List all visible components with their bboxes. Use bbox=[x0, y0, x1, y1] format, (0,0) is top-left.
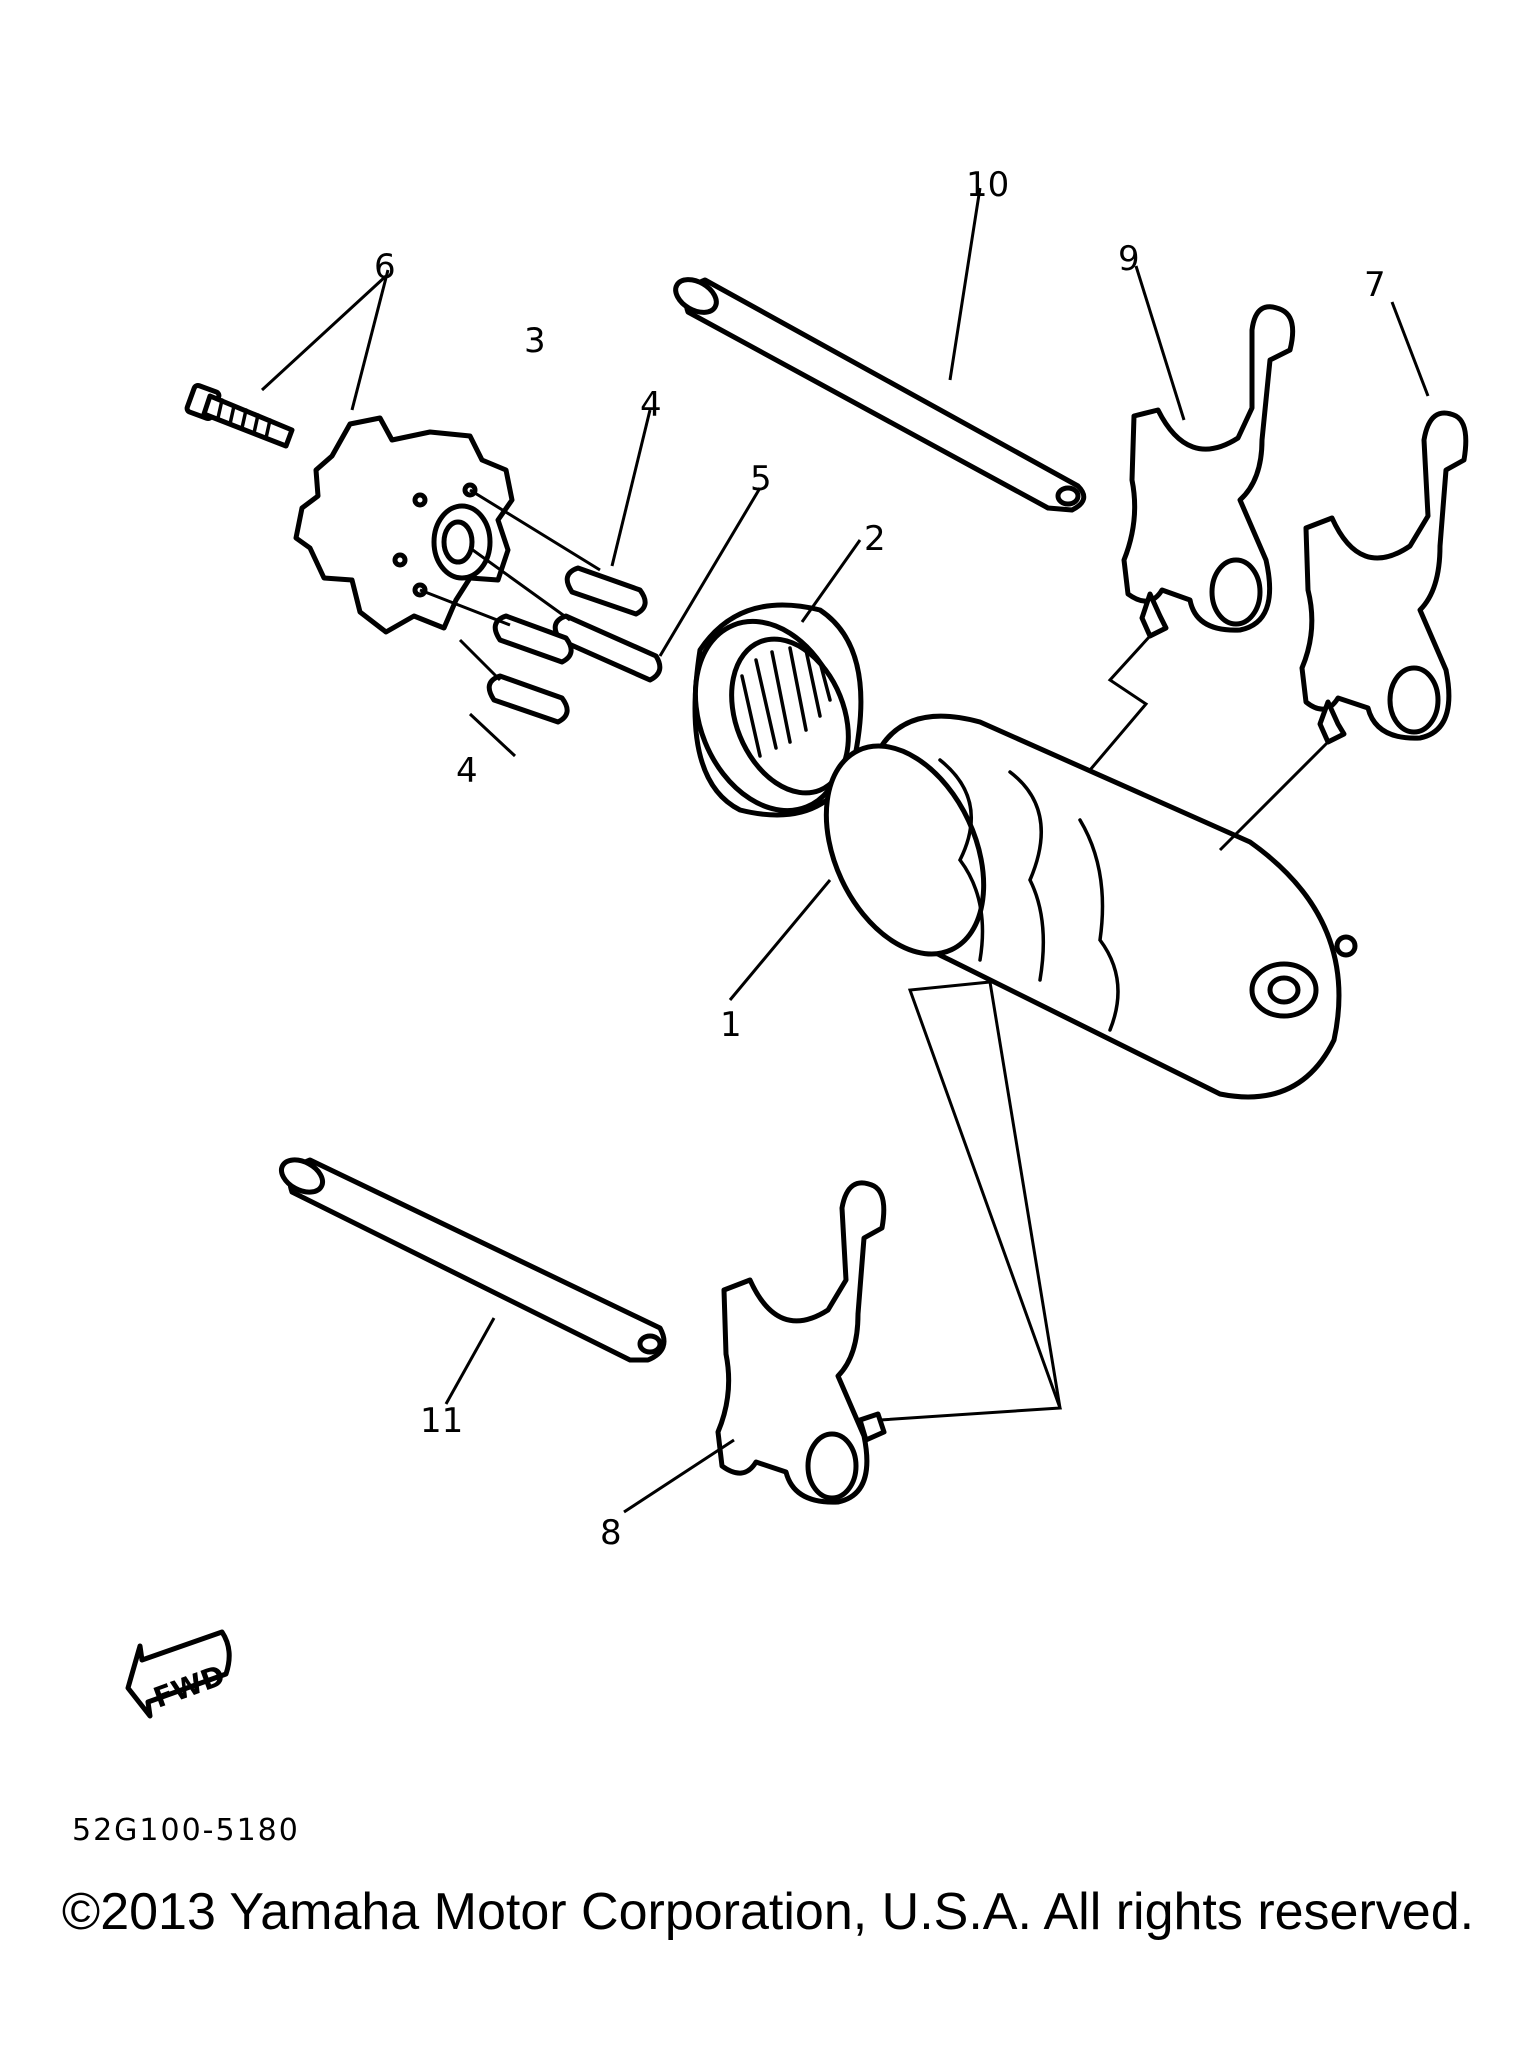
part-10-shaft bbox=[673, 277, 1087, 513]
copyright-notice: ©2013 Yamaha Motor Corporation, U.S.A. A… bbox=[61, 1883, 1475, 1941]
dowel-pins bbox=[419, 488, 663, 725]
part-6-screw bbox=[184, 383, 295, 449]
callout-5: 5 bbox=[750, 459, 772, 499]
callout-3: 3 bbox=[524, 321, 546, 361]
callout-4-upper: 4 bbox=[640, 385, 662, 425]
callout-8: 8 bbox=[600, 1513, 622, 1553]
part-2-bearing bbox=[692, 602, 864, 818]
callout-11: 11 bbox=[420, 1401, 463, 1441]
callout-6: 6 bbox=[374, 247, 396, 287]
part-11-shaft bbox=[278, 1157, 667, 1363]
part-8-fork bbox=[715, 1180, 887, 1505]
drawing-code: 52G100-5180 bbox=[72, 1813, 300, 1848]
callout-1: 1 bbox=[720, 1005, 742, 1045]
leader-lines bbox=[260, 187, 1430, 1514]
fwd-arrow: FWD bbox=[125, 1629, 232, 1719]
connection-lines bbox=[879, 634, 1330, 1422]
callout-10: 10 bbox=[966, 165, 1009, 205]
part-9-fork bbox=[1121, 304, 1296, 639]
callout-7: 7 bbox=[1364, 265, 1386, 305]
callout-9: 9 bbox=[1118, 239, 1140, 279]
part-3-segment bbox=[293, 415, 515, 635]
part-1-shift-drum bbox=[823, 713, 1358, 1100]
part-7-fork bbox=[1299, 410, 1469, 745]
callout-2: 2 bbox=[864, 519, 886, 559]
callout-4-lower: 4 bbox=[456, 751, 478, 791]
